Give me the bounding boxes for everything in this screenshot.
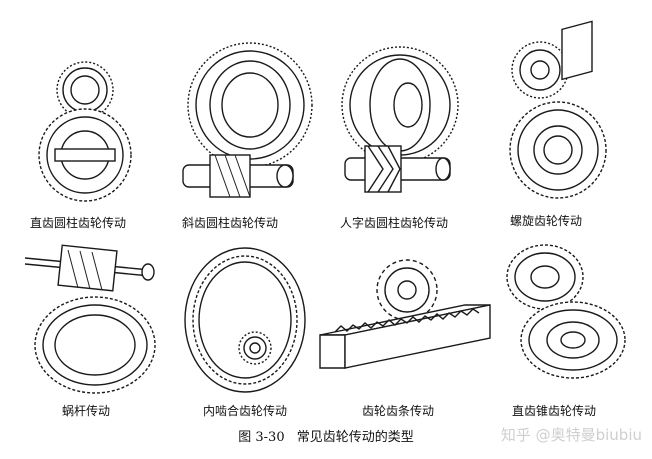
figure-title: 常见齿轮传动的类型 bbox=[296, 430, 414, 445]
watermark: 知乎 @奥特曼biubiu bbox=[500, 426, 642, 444]
panel-caption-helical: 斜齿圆柱齿轮传动 bbox=[182, 216, 279, 230]
panel-caption-bevel: 直齿锥齿轮传动 bbox=[512, 404, 597, 418]
herringbone-gear-drawing bbox=[340, 30, 459, 209]
bevel-gear-drawing bbox=[495, 232, 635, 396]
panel-caption-herringbone: 人字齿圆柱齿轮传动 bbox=[340, 216, 449, 230]
figure-number: 图 3-30 bbox=[238, 430, 285, 445]
worm-gear-drawing bbox=[20, 240, 160, 409]
figure-caption: 图 3-30 常见齿轮传动的类型 bbox=[0, 426, 652, 445]
spur-gear-drawing bbox=[30, 45, 140, 209]
rack-pinion-drawing bbox=[315, 240, 495, 394]
panel-caption-internal: 内啮合齿轮传动 bbox=[203, 404, 288, 418]
panel-caption-worm: 蜗杆传动 bbox=[62, 404, 111, 418]
crossed-helical-gear-drawing bbox=[500, 20, 610, 212]
panel-caption-spur: 直齿圆柱齿轮传动 bbox=[30, 216, 127, 230]
panel-caption-crossed-helical: 螺旋齿轮传动 bbox=[510, 214, 583, 228]
panel-caption-rack: 齿轮齿条传动 bbox=[362, 404, 435, 418]
internal-gear-drawing bbox=[180, 240, 315, 409]
helical-gear-drawing bbox=[175, 30, 313, 209]
